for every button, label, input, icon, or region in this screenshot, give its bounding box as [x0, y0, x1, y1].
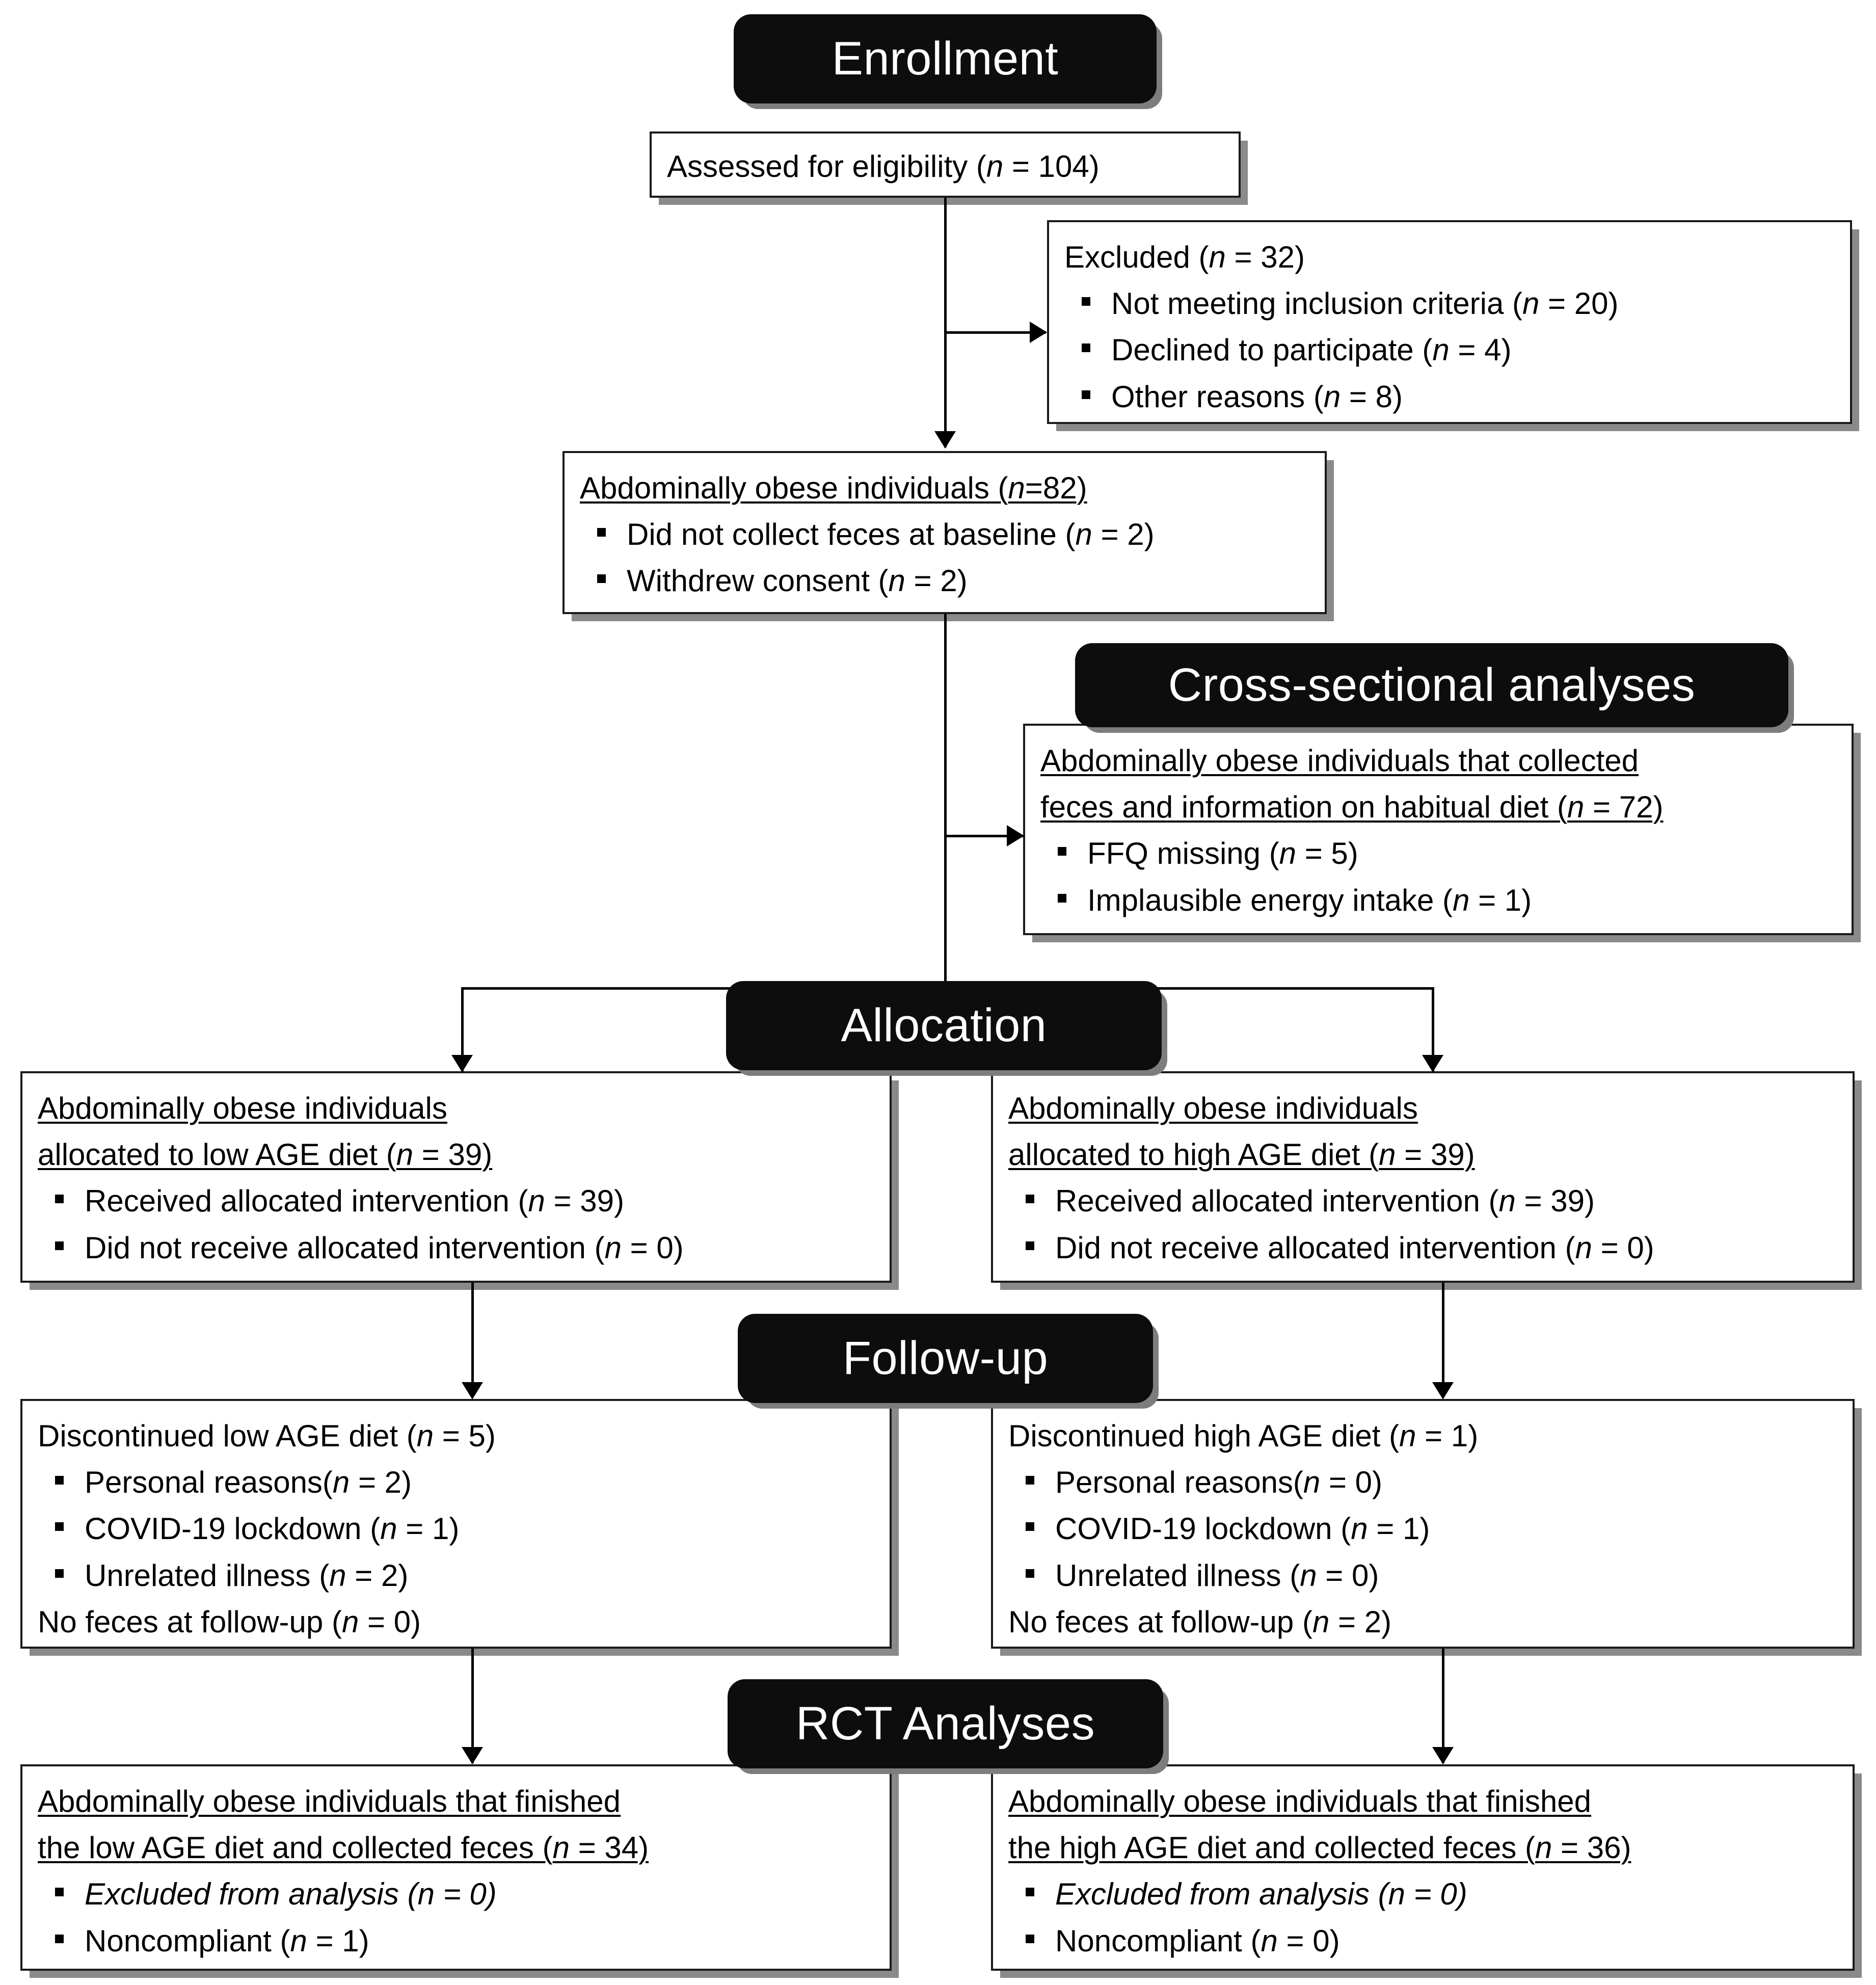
- list-item: COVID-19 lockdown (n = 1): [38, 1507, 874, 1550]
- list-item: FFQ missing (n = 5): [1040, 832, 1836, 875]
- assessed-heading: Assessed for eligibility (n = 104): [667, 149, 1100, 183]
- connector-alloc-high-to-followup: [1442, 1283, 1444, 1397]
- list-item: Did not collect feces at baseline (n = 2…: [580, 513, 1309, 556]
- box-abdominally-obese-82: Abdominally obese individuals (n=82) Did…: [562, 451, 1327, 614]
- connector-allocation-left-drop: [461, 987, 464, 1071]
- rct-high-heading-line1: Abdominally obese individuals that finis…: [1008, 1784, 1592, 1818]
- list-item: Personal reasons(n = 0): [1008, 1461, 1837, 1504]
- box-allocation-low-age: Abdominally obese individuals allocated …: [20, 1071, 892, 1283]
- box-followup-low-age: Discontinued low AGE diet (n = 5) Person…: [20, 1399, 892, 1649]
- rct-high-list: Excluded from analysis (n = 0) Noncompli…: [1008, 1872, 1837, 1962]
- rct-high-heading-line2: the high AGE diet and collected feces (n…: [1008, 1831, 1631, 1865]
- alloc-low-list: Received allocated intervention (n = 39)…: [38, 1179, 874, 1269]
- follow-high-footer: No feces at follow-up (n = 2): [1008, 1604, 1392, 1639]
- abdominally-obese-list: Did not collect feces at baseline (n = 2…: [580, 513, 1309, 602]
- alloc-high-heading-line2: allocated to high AGE diet (n = 39): [1008, 1137, 1475, 1172]
- list-item: Not meeting inclusion criteria (n = 20): [1064, 282, 1835, 325]
- connector-obese-to-allocation: [944, 614, 947, 989]
- connector-obese-to-crosssectional: [944, 835, 1023, 837]
- follow-low-footer: No feces at follow-up (n = 0): [38, 1604, 421, 1639]
- stage-label-cross-sectional: Cross-sectional analyses: [1075, 643, 1788, 727]
- list-item: Received allocated intervention (n = 39): [1008, 1179, 1837, 1223]
- connector-assessed-to-excluded: [944, 331, 1046, 334]
- alloc-low-heading-line1: Abdominally obese individuals: [38, 1091, 447, 1125]
- list-item: Unrelated illness (n = 0): [1008, 1554, 1837, 1597]
- alloc-high-list: Received allocated intervention (n = 39)…: [1008, 1179, 1837, 1269]
- arrowhead-followup-right: [1432, 1382, 1454, 1399]
- stage-label-enrollment: Enrollment: [734, 14, 1157, 103]
- excluded-heading: Excluded (n = 32): [1064, 240, 1305, 274]
- box-allocation-high-age: Abdominally obese individuals allocated …: [991, 1071, 1855, 1283]
- list-item: Noncompliant (n = 0): [1008, 1919, 1837, 1963]
- arrowhead-followup-left: [462, 1382, 483, 1399]
- list-item: Excluded from analysis (n = 0): [1008, 1872, 1837, 1916]
- list-item: Withdrew consent (n = 2): [580, 559, 1309, 602]
- stage-label-follow-up: Follow-up: [738, 1314, 1153, 1403]
- follow-high-heading: Discontinued high AGE diet (n = 1): [1008, 1419, 1479, 1453]
- stage-label-rct-analyses-text: RCT Analyses: [795, 1698, 1095, 1750]
- box-cross-sectional: Abdominally obese individuals that colle…: [1023, 724, 1854, 935]
- stage-label-allocation: Allocation: [726, 981, 1162, 1070]
- rct-low-list: Excluded from analysis (n = 0) Noncompli…: [38, 1872, 874, 1962]
- stage-label-allocation-text: Allocation: [841, 999, 1047, 1051]
- abdominally-obese-heading: Abdominally obese individuals (n=82): [580, 471, 1087, 505]
- list-item: Personal reasons(n = 2): [38, 1461, 874, 1504]
- list-item: Unrelated illness (n = 2): [38, 1554, 874, 1597]
- stage-label-cross-sectional-text: Cross-sectional analyses: [1168, 659, 1696, 711]
- list-item: Other reasons (n = 8): [1064, 375, 1835, 418]
- excluded-list: Not meeting inclusion criteria (n = 20) …: [1064, 282, 1835, 418]
- cross-sectional-list: FFQ missing (n = 5) Implausible energy i…: [1040, 832, 1836, 921]
- arrowhead-rct-left: [462, 1747, 483, 1764]
- connector-alloc-low-to-followup: [471, 1283, 474, 1397]
- arrowhead-assessed-to-obese: [934, 431, 956, 448]
- list-item: Implausible energy intake (n = 1): [1040, 879, 1836, 922]
- box-rct-high-age: Abdominally obese individuals that finis…: [991, 1764, 1855, 1971]
- cross-sectional-heading-line1: Abdominally obese individuals that colle…: [1040, 744, 1639, 778]
- list-item: Did not receive allocated intervention (…: [38, 1226, 874, 1269]
- stage-label-follow-up-text: Follow-up: [842, 1332, 1049, 1384]
- connector-assessed-to-obese: [944, 198, 947, 447]
- connector-followup-high-to-rct: [1442, 1649, 1444, 1763]
- rct-low-heading-line2: the low AGE diet and collected feces (n …: [38, 1831, 649, 1865]
- stage-label-enrollment-text: Enrollment: [832, 33, 1059, 85]
- list-item: Excluded from analysis (n = 0): [38, 1872, 874, 1916]
- follow-low-list: Personal reasons(n = 2) COVID-19 lockdow…: [38, 1461, 874, 1597]
- follow-high-list: Personal reasons(n = 0) COVID-19 lockdow…: [1008, 1461, 1837, 1597]
- list-item: Declined to participate (n = 4): [1064, 328, 1835, 372]
- arrowhead-obese-to-crosssectional: [1007, 825, 1024, 846]
- connector-allocation-right-drop: [1432, 987, 1434, 1071]
- alloc-high-heading-line1: Abdominally obese individuals: [1008, 1091, 1418, 1125]
- box-followup-high-age: Discontinued high AGE diet (n = 1) Perso…: [991, 1399, 1855, 1649]
- box-assessed-for-eligibility: Assessed for eligibility (n = 104): [650, 131, 1241, 198]
- rct-low-heading-line1: Abdominally obese individuals that finis…: [38, 1784, 621, 1818]
- connector-followup-low-to-rct: [471, 1649, 474, 1763]
- follow-low-heading: Discontinued low AGE diet (n = 5): [38, 1419, 496, 1453]
- alloc-low-heading-line2: allocated to low AGE diet (n = 39): [38, 1137, 493, 1172]
- arrowhead-rct-right: [1432, 1747, 1454, 1764]
- arrowhead-allocation-right: [1422, 1055, 1443, 1072]
- arrowhead-allocation-left: [451, 1055, 473, 1072]
- box-rct-low-age: Abdominally obese individuals that finis…: [20, 1764, 892, 1971]
- list-item: Noncompliant (n = 1): [38, 1919, 874, 1963]
- arrowhead-assessed-to-excluded: [1030, 322, 1047, 343]
- list-item: Received allocated intervention (n = 39): [38, 1179, 874, 1223]
- list-item: COVID-19 lockdown (n = 1): [1008, 1507, 1837, 1550]
- list-item: Did not receive allocated intervention (…: [1008, 1226, 1837, 1269]
- box-excluded: Excluded (n = 32) Not meeting inclusion …: [1047, 220, 1852, 424]
- stage-label-rct-analyses: RCT Analyses: [728, 1679, 1163, 1768]
- cross-sectional-heading-line2: feces and information on habitual diet (…: [1040, 790, 1664, 825]
